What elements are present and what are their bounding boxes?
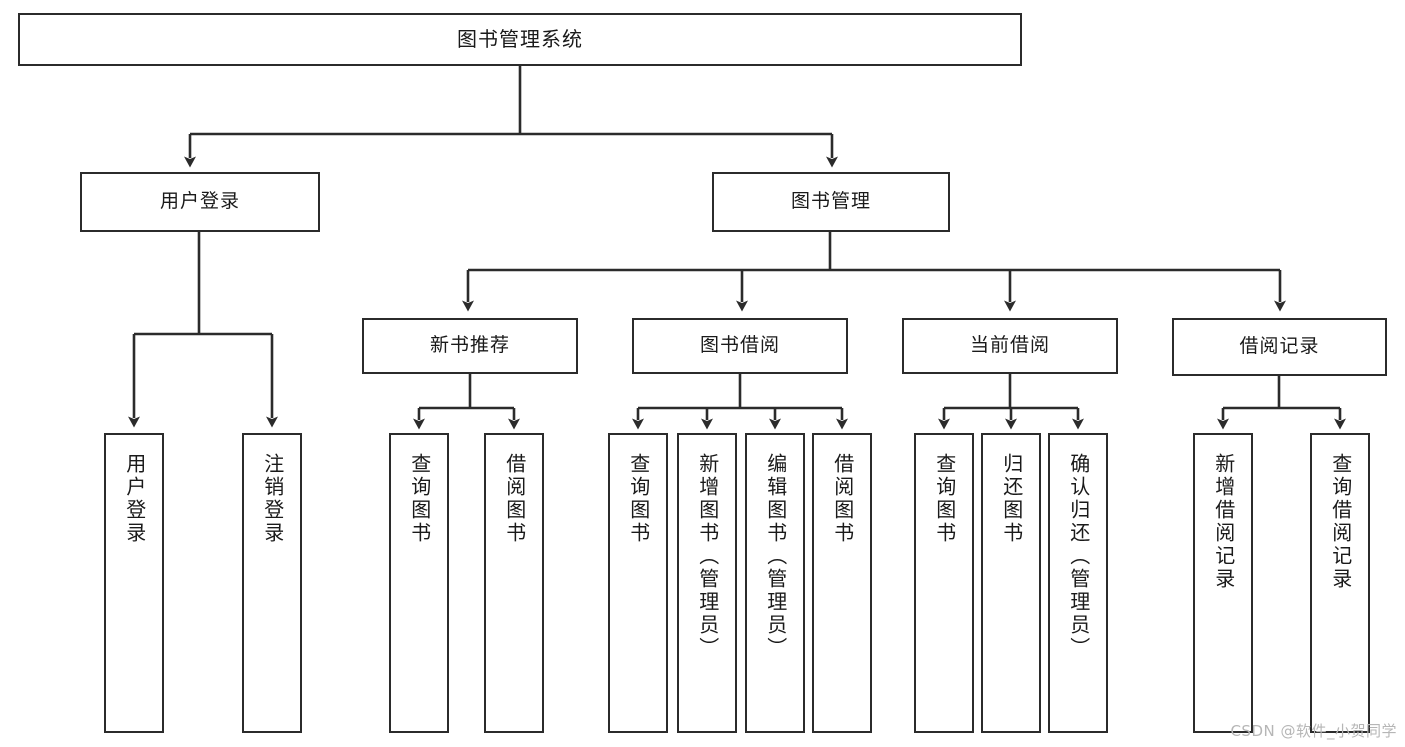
node-label: 新书推荐 <box>429 334 510 357</box>
node-label: 编辑图书（管理员） <box>763 453 788 660</box>
node-book-borrow[interactable]: 图书借阅 <box>632 318 848 374</box>
leaf-query-book-borrow[interactable]: 查询图书 <box>608 433 668 733</box>
leaf-query-book-current[interactable]: 查询图书 <box>914 433 974 733</box>
leaf-add-borrow-record[interactable]: 新增借阅记录 <box>1193 433 1253 733</box>
leaf-query-book-recommend[interactable]: 查询图书 <box>389 433 449 733</box>
leaf-add-book-admin[interactable]: 新增图书（管理员） <box>677 433 737 733</box>
leaf-logout[interactable]: 注销登录 <box>242 433 302 733</box>
node-book-management[interactable]: 图书管理 <box>712 172 950 232</box>
leaf-query-borrow-record[interactable]: 查询借阅记录 <box>1310 433 1370 733</box>
node-label: 用户登录 <box>159 190 240 213</box>
node-label: 归还图书 <box>999 453 1024 545</box>
node-borrow-record[interactable]: 借阅记录 <box>1172 318 1387 376</box>
node-label: 新增借阅记录 <box>1211 453 1236 591</box>
leaf-edit-book-admin[interactable]: 编辑图书（管理员） <box>745 433 805 733</box>
node-label: 查询图书 <box>932 453 957 545</box>
node-label: 借阅图书 <box>502 453 527 545</box>
node-label: 用户登录 <box>122 453 147 545</box>
node-label: 查询图书 <box>626 453 651 545</box>
node-new-book-recommend[interactable]: 新书推荐 <box>362 318 578 374</box>
leaf-return-book[interactable]: 归还图书 <box>981 433 1041 733</box>
node-user-login[interactable]: 用户登录 <box>80 172 320 232</box>
node-label: 注销登录 <box>260 453 285 545</box>
node-label: 查询图书 <box>407 453 432 545</box>
leaf-borrow-book[interactable]: 借阅图书 <box>812 433 872 733</box>
node-label: 图书管理系统 <box>457 27 583 51</box>
node-label: 图书管理 <box>790 190 871 213</box>
node-current-borrow[interactable]: 当前借阅 <box>902 318 1118 374</box>
node-label: 查询借阅记录 <box>1328 453 1353 591</box>
node-label: 借阅图书 <box>830 453 855 545</box>
node-label: 当前借阅 <box>969 334 1050 357</box>
watermark: CSDN @软件_小贺同学 <box>1230 722 1397 740</box>
node-label: 图书借阅 <box>699 334 780 357</box>
node-label: 新增图书（管理员） <box>695 453 720 660</box>
leaf-user-login[interactable]: 用户登录 <box>104 433 164 733</box>
leaf-borrow-book-recommend[interactable]: 借阅图书 <box>484 433 544 733</box>
node-label: 借阅记录 <box>1239 335 1320 358</box>
node-root-book-management-system[interactable]: 图书管理系统 <box>18 13 1022 66</box>
leaf-confirm-return-admin[interactable]: 确认归还（管理员） <box>1048 433 1108 733</box>
node-label: 确认归还（管理员） <box>1066 453 1091 660</box>
